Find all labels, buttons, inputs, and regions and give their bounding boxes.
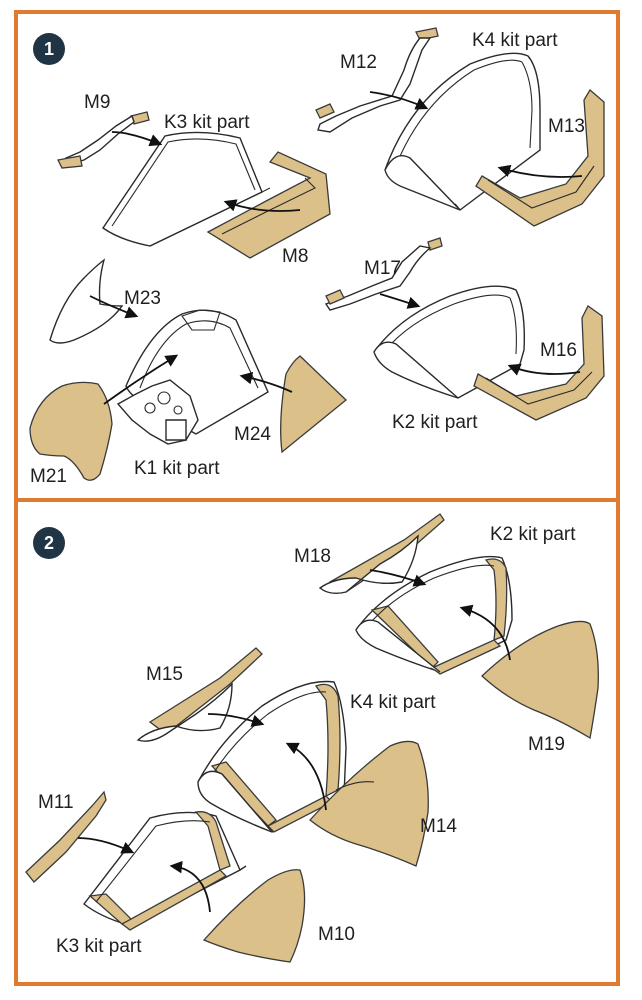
- svg-text:2: 2: [44, 533, 54, 553]
- label-m18: M18: [294, 546, 331, 567]
- label-m13: M13: [548, 116, 585, 137]
- svg-text:1: 1: [44, 39, 54, 59]
- m23-mask: [49, 258, 124, 344]
- m8-mask: [206, 151, 331, 259]
- m16-mask: [473, 305, 605, 421]
- k2-canopy-part-1: [373, 285, 526, 399]
- label-m10: M10: [318, 924, 355, 945]
- label-m19: M19: [528, 734, 565, 755]
- label-k4-kit-part: K4 kit part: [472, 30, 558, 51]
- k3-canopy-part-2: [83, 811, 247, 931]
- label-m11: M11: [38, 792, 74, 813]
- label-m15: M15: [146, 664, 183, 685]
- label-m17: M17: [364, 258, 401, 279]
- m21-mask: [29, 381, 113, 481]
- label-k1-kit-part: K1 kit part: [134, 458, 220, 479]
- label-m9: M9: [84, 92, 110, 113]
- step-1-badge: 1: [33, 33, 65, 65]
- k3-canopy-part: [102, 131, 271, 247]
- label-k4-kit-part-2: K4 kit part: [350, 692, 436, 713]
- m11-mask: [25, 790, 107, 883]
- k4-canopy-part-2: [197, 680, 347, 833]
- m10-mask: [202, 869, 306, 963]
- m19-mask: [481, 620, 599, 740]
- m24-mask: [280, 355, 347, 454]
- k2-canopy-part-2: [355, 555, 513, 675]
- m12-mask: [315, 27, 439, 133]
- label-m8: M8: [282, 246, 308, 267]
- m17-mask: [324, 237, 443, 311]
- label-k2-kit-part-2: K2 kit part: [490, 524, 576, 545]
- label-m23: M23: [124, 288, 161, 309]
- label-k3-kit-part: K3 kit part: [164, 112, 250, 133]
- k1-cockpit-part: [116, 309, 269, 445]
- label-m16: M16: [540, 340, 577, 361]
- m14-mask: [309, 740, 429, 867]
- step-2-badge: 2: [33, 527, 65, 559]
- label-m24: M24: [234, 424, 271, 445]
- m9-mask: [57, 111, 150, 169]
- label-m12: M12: [340, 52, 377, 73]
- label-m21: M21: [30, 466, 67, 487]
- label-k3-kit-part-2: K3 kit part: [56, 936, 142, 957]
- label-k2-kit-part: K2 kit part: [392, 412, 478, 433]
- label-m14: M14: [420, 816, 457, 837]
- m15-mask: [136, 647, 263, 742]
- m18-mask: [318, 513, 445, 595]
- m13-mask: [475, 89, 605, 227]
